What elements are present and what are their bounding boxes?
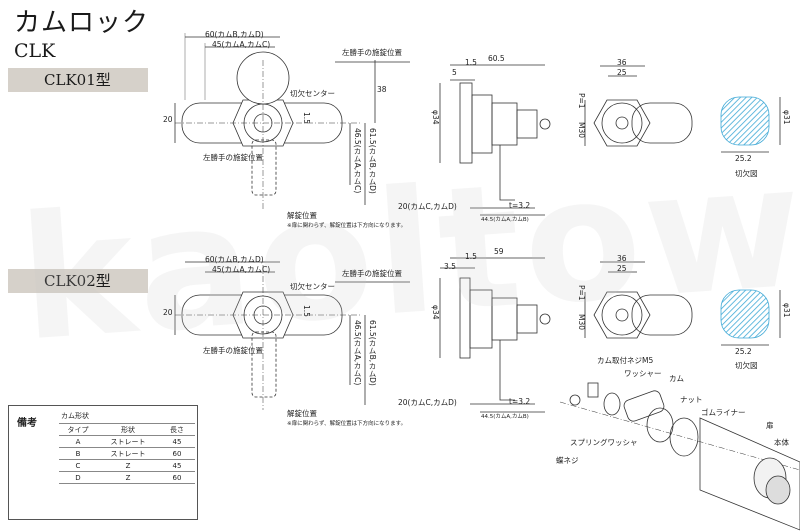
page-title: カムロック (14, 8, 150, 38)
clk02-notch-view (720, 289, 781, 346)
label-rubber-liner: ゴムライナー (701, 408, 746, 417)
label-body: 本体 (774, 438, 789, 447)
cell-shape: Z (97, 471, 159, 484)
cell-type: B (59, 447, 97, 460)
clk01-side-5: 5 (452, 68, 457, 77)
label-spring-washer: スプリングワッシャ (570, 438, 638, 447)
clk02-left-lock: 左勝手の施錠位置 (342, 269, 402, 278)
clk01-side-44-5: 44.5(カムA,カムB) (481, 217, 529, 223)
label-door: 扉 (766, 421, 774, 430)
clk01-front-p1: P=1 (577, 93, 586, 109)
clk01-dim-60: 60(カムB,カムD) (205, 30, 264, 39)
label-wing-screw: 蝶ネジ (556, 456, 579, 465)
clk01-front-m30: M30 (577, 122, 586, 139)
clk01-dim-20: 20 (163, 115, 173, 124)
clk02-dim-1-5: 1.5 (302, 305, 311, 317)
clk01-notch-center: 切欠センター (290, 89, 335, 98)
remarks-box: 備考 カム形状 タイプ 形状 長さ A ストレート 45 B ストレート 60 … (8, 405, 198, 520)
clk01-side-view (439, 64, 551, 216)
label-washer: ワッシャー (624, 369, 662, 378)
clk02-unlock-pos: 解錠位置 (287, 409, 317, 418)
cell-length: 60 (159, 471, 195, 484)
clk01-dim-38: 38 (377, 85, 387, 94)
clk02-front-m30: M30 (577, 314, 586, 331)
table-row: C Z 45 (59, 459, 195, 472)
clk01-side-t: t=3.2 (509, 201, 531, 210)
clk01-side-20: 20(カムC,カムD) (398, 202, 457, 211)
clk01-side-phi34: φ34 (431, 110, 440, 125)
clk01-left-unlock: 左勝手の施錠位置 (203, 153, 263, 162)
clk02-side-phi34: φ34 (431, 305, 440, 320)
clk02-end-view (584, 261, 693, 339)
clk02-side-1-5: 1.5 (465, 252, 477, 261)
clk01-dim-61-5: 61.5(カムB,カムD) (368, 128, 377, 194)
clk02-dim-45: 45(カムA,カムC) (212, 265, 271, 274)
header-type: タイプ (59, 423, 97, 436)
table-row: B ストレート 60 (59, 447, 195, 460)
cell-shape: ストレート (97, 435, 159, 448)
clk02-notch-25-2: 25.2 (735, 347, 752, 356)
model-tag-clk01: CLK01型 (8, 68, 148, 92)
cell-type: C (59, 459, 97, 472)
clk02-front-36: 36 (617, 254, 627, 263)
clk02-notch-center: 切欠センター (290, 282, 335, 291)
header-shape: 形状 (97, 423, 159, 436)
remarks-heading: 備考 (17, 418, 37, 429)
cam-shape-title: カム形状 (61, 412, 89, 420)
clk02-side-59: 59 (494, 247, 504, 256)
clk01-dim-46-5: 46.5(カムA,カムC) (353, 128, 362, 194)
cell-length: 45 (159, 459, 195, 472)
clk01-notch-31: φ31 (782, 110, 791, 125)
clk01-notch-25-2: 25.2 (735, 154, 752, 163)
clk02-front-view (174, 261, 410, 410)
clk02-dim-46-5: 46.5(カムA,カムC) (353, 320, 362, 386)
clk02-side-t: t=3.2 (509, 397, 531, 406)
clk02-side-view (439, 257, 551, 413)
clk02-notch-fig: 切欠図 (735, 361, 758, 370)
clk02-dim-60: 60(カムB,カムD) (205, 255, 264, 264)
clk01-side-60-5: 60.5 (488, 54, 505, 63)
label-cam: カム (669, 374, 684, 383)
clk01-dim-1-5: 1.5 (302, 112, 311, 124)
clk01-end-view (584, 65, 693, 147)
clk01-dim-45: 45(カムA,カムC) (212, 40, 271, 49)
clk01-front-25: 25 (617, 68, 627, 77)
clk02-notch-31: φ31 (782, 303, 791, 318)
clk02-front-p1: P=1 (577, 285, 586, 301)
clk02-left-unlock: 左勝手の施錠位置 (203, 346, 263, 355)
cell-shape: ストレート (97, 447, 159, 460)
clk02-note: ※扉に関わらず、解錠位置は下方向になります。 (287, 421, 407, 427)
clk02-front-25: 25 (617, 264, 627, 273)
clk02-side-3-5: 3.5 (444, 262, 456, 271)
table-header-row: タイプ 形状 長さ (59, 423, 195, 436)
cell-shape: Z (97, 459, 159, 472)
cam-shape-table: タイプ 形状 長さ A ストレート 45 B ストレート 60 C Z 45 D… (59, 423, 195, 484)
clk02-side-44-5: 44.5(カムA,カムB) (481, 414, 529, 420)
page-subtitle: CLK (14, 40, 56, 62)
clk01-front-36: 36 (617, 58, 627, 67)
clk01-front-view (174, 33, 410, 210)
cell-length: 60 (159, 447, 195, 460)
clk02-dim-61-5: 61.5(カムB,カムD) (368, 320, 377, 386)
cell-length: 45 (159, 435, 195, 448)
clk01-unlock-pos: 解錠位置 (287, 211, 317, 220)
header-length: 長さ (159, 423, 195, 436)
clk01-notch-fig: 切欠図 (735, 169, 758, 178)
clk02-dim-20: 20 (163, 308, 173, 317)
cell-type: D (59, 471, 97, 484)
label-nut: ナット (680, 395, 703, 404)
clk01-left-lock: 左勝手の施錠位置 (342, 48, 402, 57)
table-row: A ストレート 45 (59, 435, 195, 448)
label-cam-screw-m5: カム取付ネジM5 (597, 356, 654, 365)
exploded-view (559, 382, 800, 531)
clk01-note: ※扉に関わらず、解錠位置は下方向になります。 (287, 223, 407, 229)
clk01-side-1-5: 1.5 (465, 58, 477, 67)
clk02-side-20: 20(カムC,カムD) (398, 398, 457, 407)
cell-type: A (59, 435, 97, 448)
model-tag-clk02: CLK02型 (8, 269, 148, 293)
table-row: D Z 60 (59, 471, 195, 484)
clk01-notch-view (720, 96, 781, 153)
